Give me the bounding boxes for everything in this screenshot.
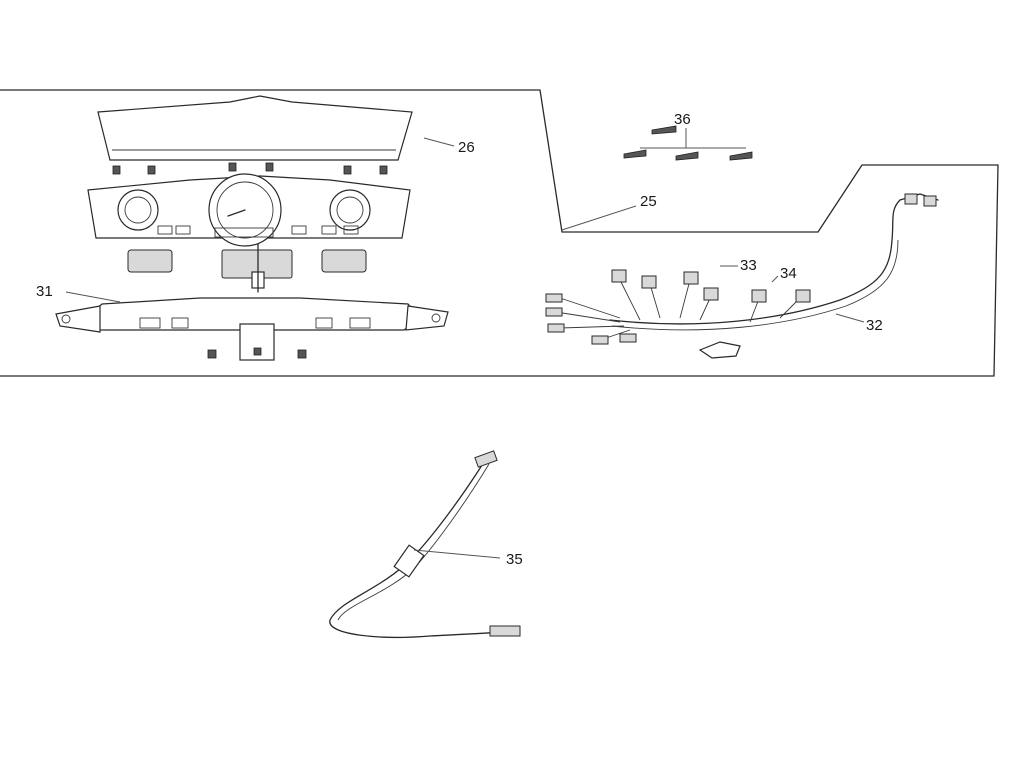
speedometer-cable — [329, 450, 521, 638]
panel-frame — [0, 89, 999, 377]
leader-31 — [65, 291, 121, 303]
callout-33: 33 — [740, 257, 757, 274]
leader-25 — [561, 205, 637, 231]
wiring-harness — [545, 193, 939, 359]
screws-36 — [623, 125, 753, 161]
bulb-sockets — [127, 243, 367, 293]
callout-35: 35 — [506, 551, 523, 568]
callout-34: 34 — [780, 265, 797, 282]
callout-36: 36 — [674, 111, 691, 128]
leader-26 — [423, 137, 455, 147]
callout-25: 25 — [640, 193, 657, 210]
lower-housing — [55, 297, 449, 361]
instrument-lens — [97, 95, 413, 161]
instrument-cluster — [87, 173, 411, 247]
callout-26: 26 — [458, 139, 475, 156]
lens-screws — [112, 162, 388, 175]
callout-32: 32 — [866, 317, 883, 334]
callout-31: 31 — [36, 283, 53, 300]
